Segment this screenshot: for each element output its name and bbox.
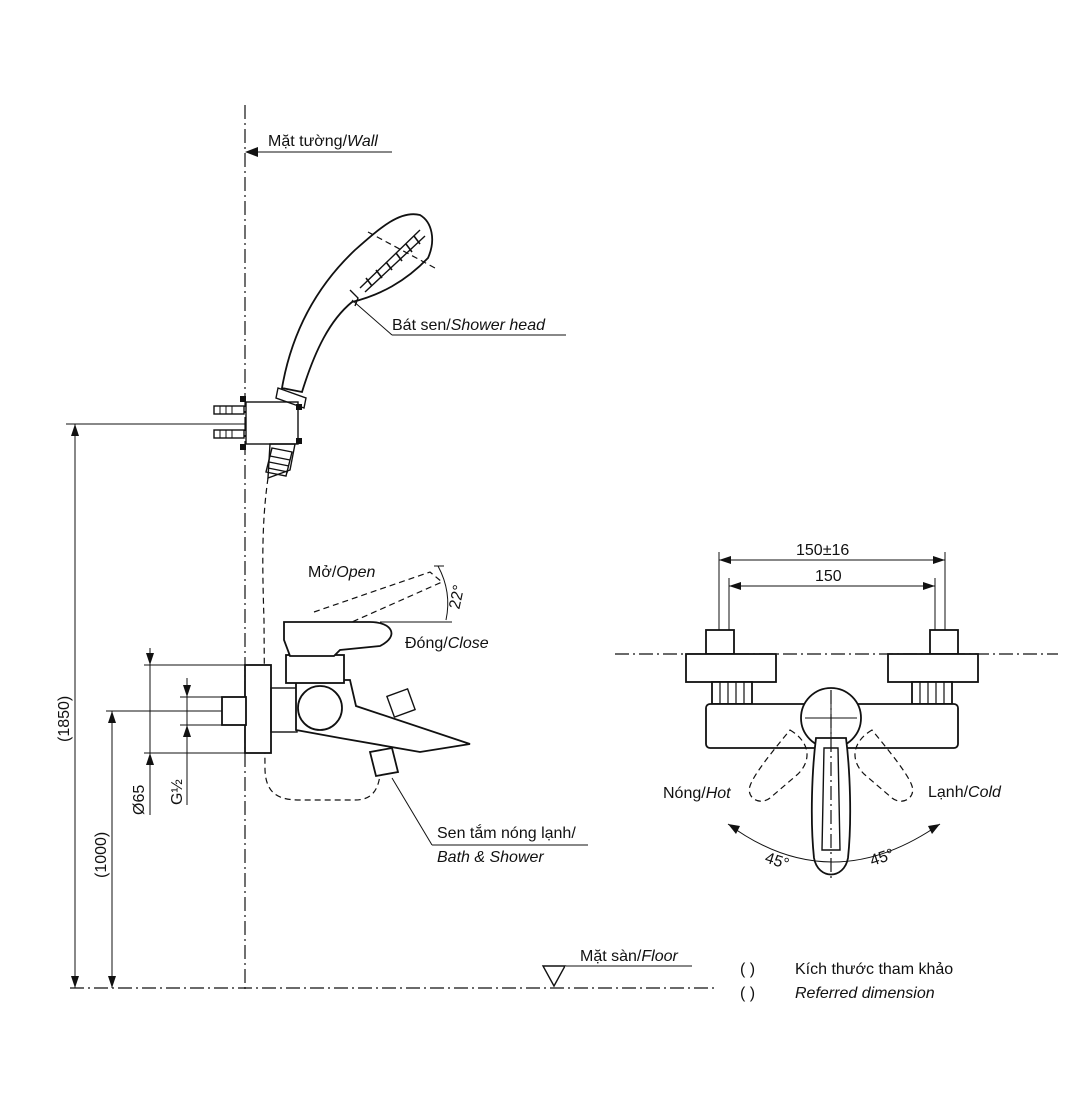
- center-dimension: 150±16 150: [718, 542, 946, 655]
- svg-text:Nóng/Hot: Nóng/Hot: [663, 785, 731, 802]
- svg-text:( ): ( ): [740, 961, 755, 978]
- svg-text:Bát sen/Shower head: Bát sen/Shower head: [392, 317, 546, 334]
- svg-text:Kích thước tham khảo: Kích thước tham khảo: [795, 961, 953, 978]
- svg-text:45°: 45°: [868, 846, 896, 870]
- bath-shower-label: Sen tắm nóng lạnh/ Bath & Shower: [391, 777, 588, 866]
- close-label: Đóng/Close: [405, 635, 489, 652]
- shower-head-label: Bát sen/Shower head: [351, 299, 566, 336]
- svg-text:22°: 22°: [447, 583, 469, 610]
- svg-text:Referred dimension: Referred dimension: [795, 985, 935, 1002]
- floor-label: Mặt sàn/Floor: [541, 948, 692, 988]
- svg-text:Đóng/Close: Đóng/Close: [405, 635, 489, 652]
- hose: [262, 477, 381, 801]
- open-label: Mở/Open: [308, 564, 376, 581]
- shower-head: [275, 213, 436, 409]
- svg-text:Bath & Shower: Bath & Shower: [437, 849, 544, 866]
- hot-label: Nóng/Hot: [663, 785, 731, 802]
- svg-text:(1850): (1850): [56, 696, 73, 742]
- svg-text:Mặt tường/Wall: Mặt tường/Wall: [268, 133, 378, 150]
- height-1850-dimension: (1850): [56, 423, 246, 988]
- svg-text:45°: 45°: [763, 850, 791, 874]
- svg-text:( ): ( ): [740, 985, 755, 1002]
- svg-text:Mặt sàn/Floor: Mặt sàn/Floor: [580, 948, 678, 965]
- rotation-angle-dimension: 45° 45°: [727, 823, 941, 874]
- cold-label: Lạnh/Cold: [928, 784, 1002, 801]
- diameter-dimension: Ø65: [131, 648, 245, 815]
- svg-text:Ø65: Ø65: [131, 785, 148, 815]
- svg-text:150: 150: [815, 568, 842, 585]
- thread-dimension: G½: [169, 678, 222, 805]
- svg-text:Mở/Open: Mở/Open: [308, 564, 376, 581]
- screw-icon: [213, 405, 245, 439]
- wall-label: Mặt tường/Wall: [245, 133, 392, 157]
- mixer-side-view: [221, 571, 471, 778]
- svg-text:Sen tắm nóng lạnh/: Sen tắm nóng lạnh/: [437, 823, 576, 842]
- svg-text:(1000): (1000): [93, 832, 110, 878]
- svg-text:G½: G½: [169, 779, 186, 805]
- open-angle-dimension: 22°: [380, 565, 469, 623]
- svg-text:150±16: 150±16: [796, 542, 849, 559]
- arrow-icon: [245, 147, 258, 157]
- mixer-front-view: [685, 629, 979, 880]
- svg-text:Lạnh/Cold: Lạnh/Cold: [928, 784, 1002, 801]
- shower-holder: [213, 396, 302, 480]
- height-1000-dimension: (1000): [93, 710, 222, 988]
- legend: ( ) Kích thước tham khảo ( ) Referred di…: [740, 961, 953, 1002]
- floor-symbol-icon: [541, 965, 567, 988]
